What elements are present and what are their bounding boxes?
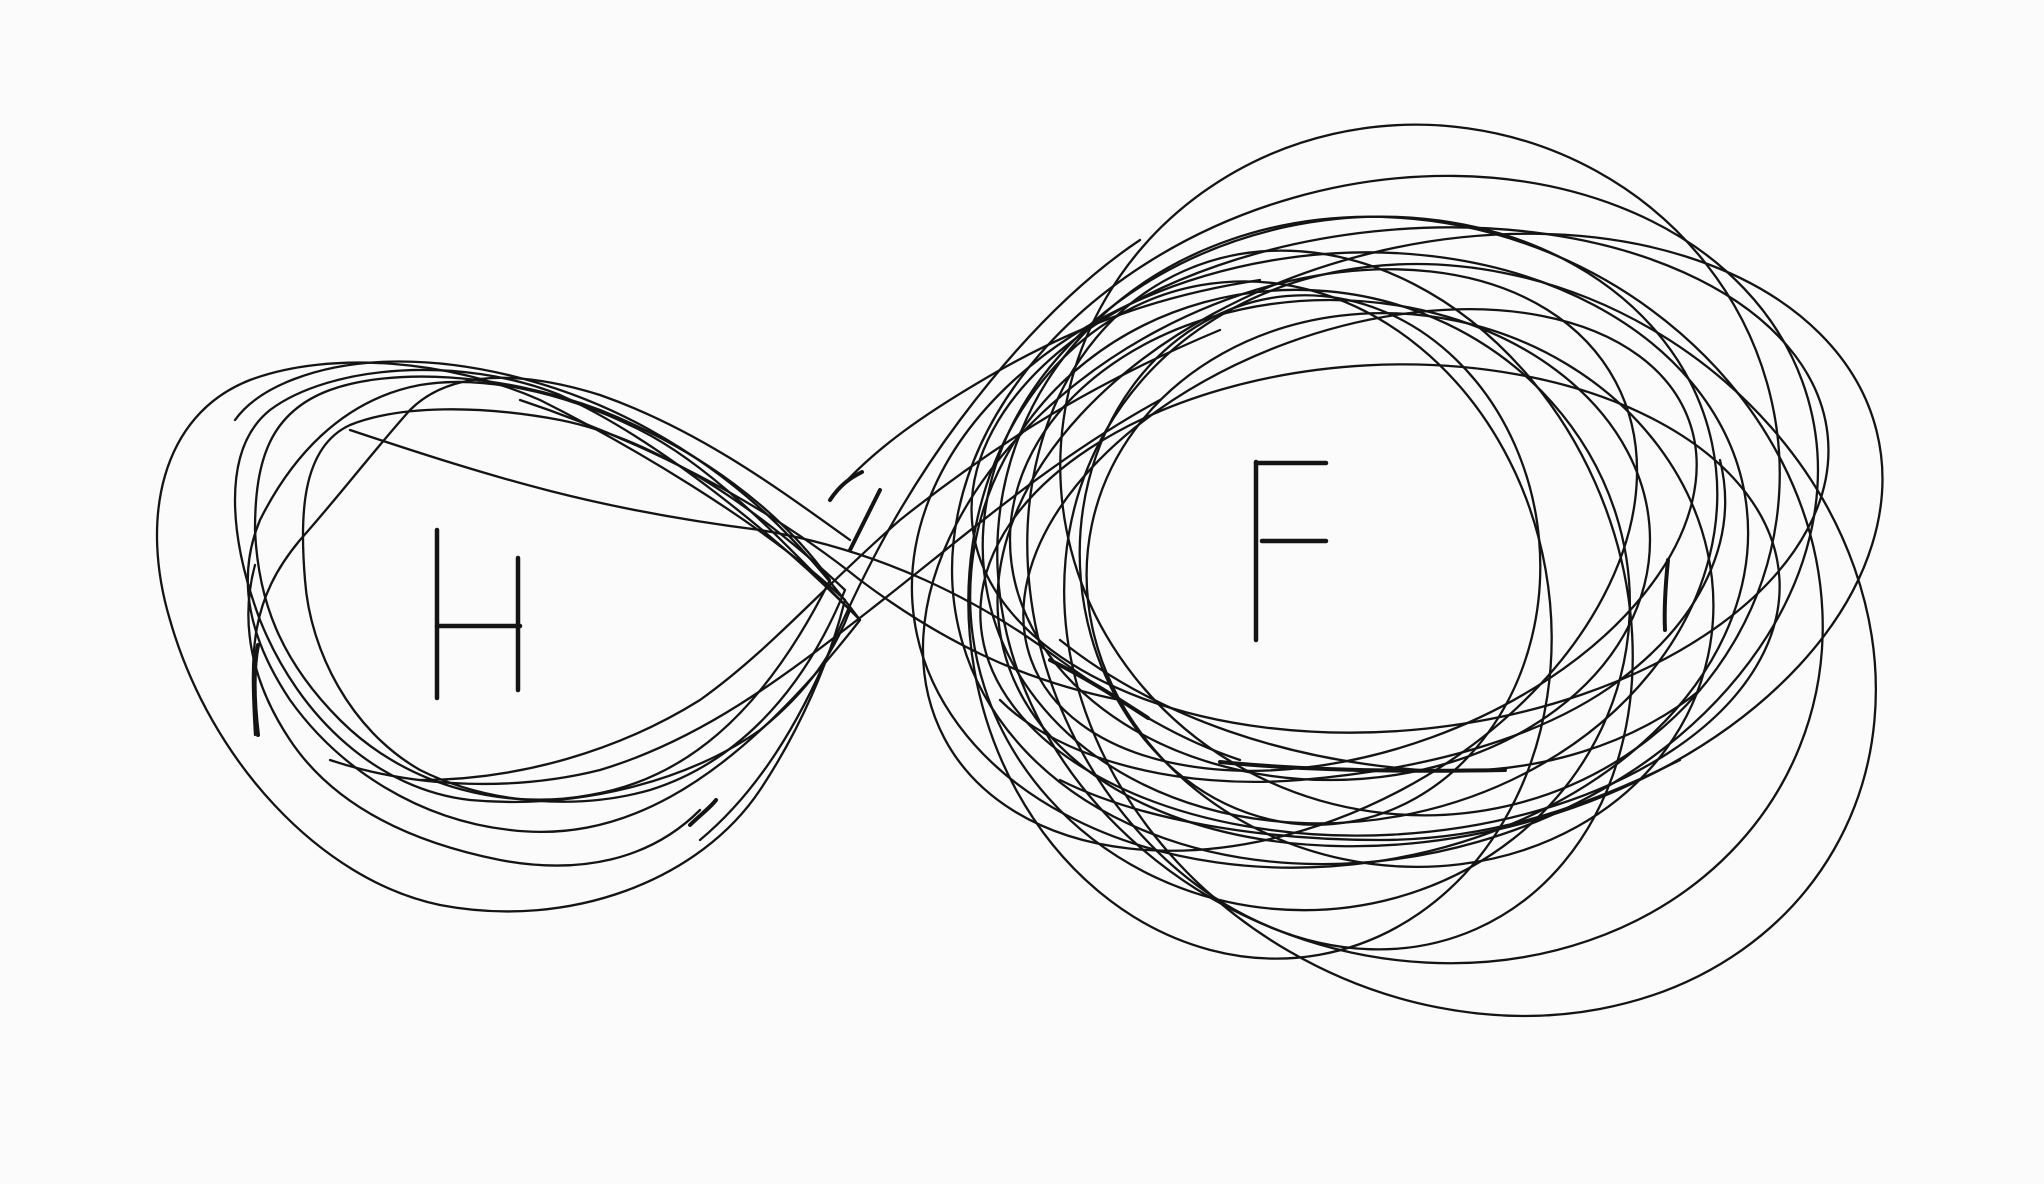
crossing-strand	[698, 238, 1142, 842]
crossing-strands	[328, 238, 1262, 842]
right-loop	[968, 288, 1632, 912]
right-loop	[950, 174, 1820, 866]
right-loop	[1026, 249, 1634, 951]
left-loop	[301, 408, 847, 803]
right-loop	[1085, 312, 1715, 868]
crossing-strand	[518, 398, 1122, 702]
right-loop	[1078, 294, 1542, 826]
left-loop	[246, 380, 862, 834]
right-loop	[910, 251, 1750, 869]
left-loops	[155, 360, 862, 913]
right-loop	[970, 226, 1830, 734]
right-loop	[981, 215, 1719, 825]
accent-mark	[848, 488, 882, 552]
right-loop	[1022, 308, 1698, 772]
crossing-strand	[418, 328, 1222, 782]
right-loop	[1058, 758, 1682, 842]
crossing-strand	[328, 398, 1162, 786]
left-loop	[251, 376, 852, 737]
letter-f	[1253, 459, 1329, 643]
left-loop	[155, 361, 847, 913]
accent-marks	[252, 470, 1670, 827]
left-loop	[233, 360, 862, 622]
right-loop	[1059, 123, 1781, 817]
right-loop	[1063, 262, 1877, 1018]
right-loop	[921, 268, 1639, 852]
left-loop	[233, 368, 852, 804]
accent-mark	[828, 470, 864, 502]
accent-mark	[688, 798, 718, 827]
accent-mark	[1218, 760, 1507, 773]
right-loop	[996, 232, 1884, 848]
right-loop	[996, 215, 1824, 965]
right-loops	[910, 123, 1884, 1018]
accent-mark	[1662, 558, 1670, 632]
left-loop	[247, 563, 702, 867]
right-loop	[967, 280, 1553, 960]
right-loop	[979, 363, 1781, 837]
accent-mark	[1048, 658, 1150, 720]
right-loop	[1008, 298, 1652, 782]
letter-h	[434, 527, 523, 701]
right-loop	[998, 458, 1727, 783]
accent-mark	[252, 643, 260, 737]
